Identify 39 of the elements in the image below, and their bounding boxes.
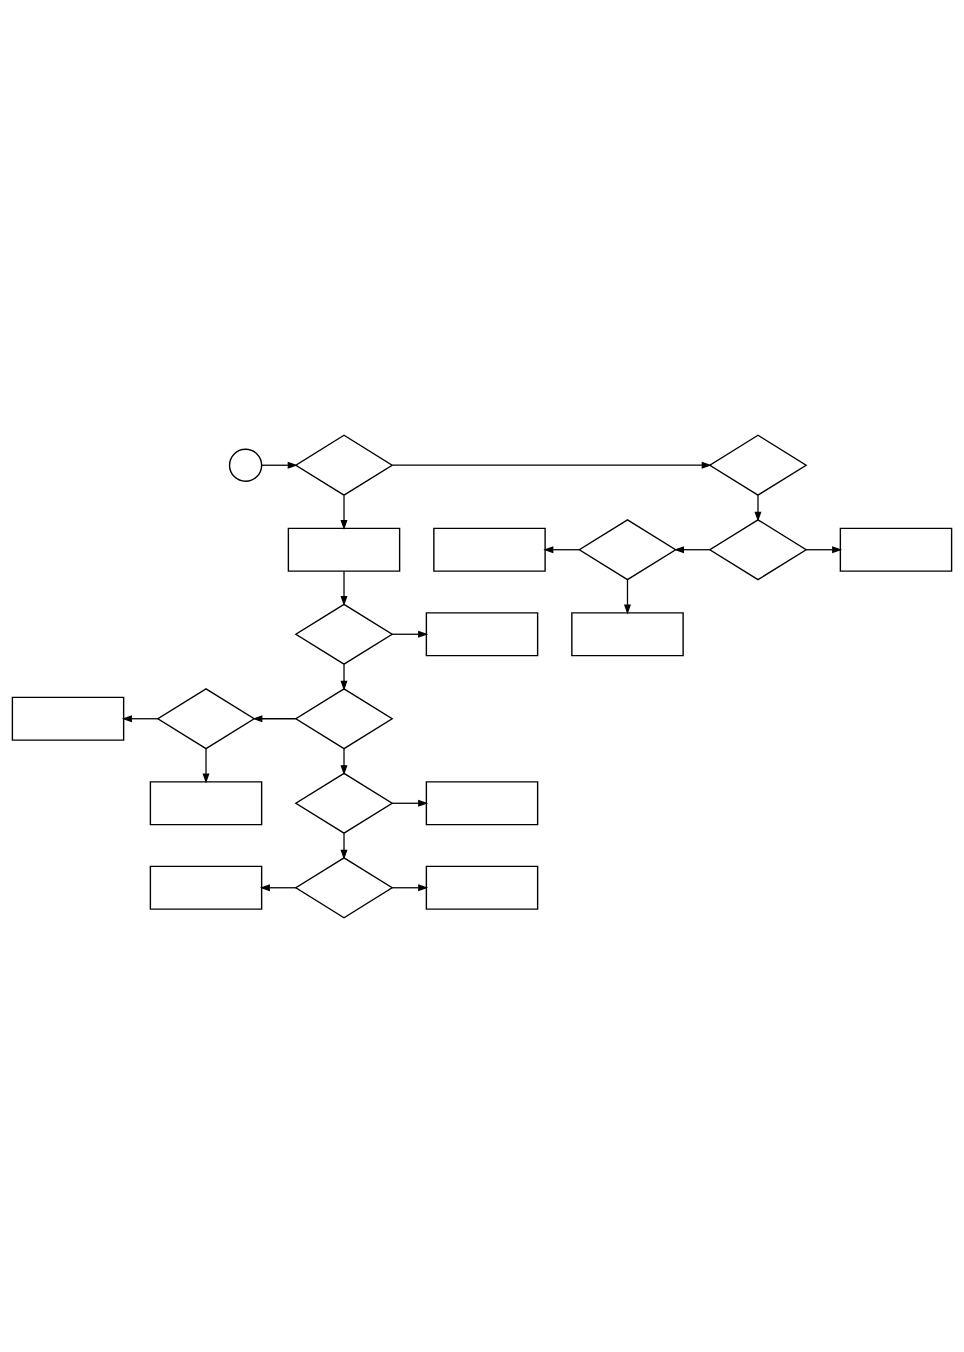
node-diamond: [578, 518, 677, 580]
node-box: [149, 780, 263, 825]
arrow: [391, 799, 429, 807]
node-diamond: [294, 687, 394, 750]
arrow: [543, 545, 580, 553]
node-box: [149, 865, 263, 910]
arrow: [340, 747, 348, 775]
arrow: [391, 630, 429, 638]
node-diamond: [294, 602, 394, 665]
node-diamond: [294, 433, 394, 496]
node-box: [11, 696, 125, 741]
node-diamond: [708, 518, 808, 580]
node-circle: [228, 448, 263, 482]
arrow: [252, 714, 297, 722]
node-box: [571, 611, 684, 656]
arrow: [340, 832, 348, 860]
arrow: [340, 494, 348, 530]
arrow: [259, 883, 297, 891]
node-box: [425, 611, 539, 656]
arrow: [261, 461, 298, 469]
node-diamond: [294, 772, 394, 834]
arrow: [391, 883, 429, 891]
arrow: [121, 714, 159, 722]
arrow: [202, 747, 210, 783]
node-box: [839, 527, 953, 572]
arrow: [673, 545, 711, 553]
node-box: [425, 865, 539, 910]
arrow: [623, 578, 631, 614]
node-diamond: [294, 856, 394, 919]
arrow: [340, 570, 348, 606]
node-box: [287, 527, 401, 572]
node-diamond: [156, 687, 256, 750]
arrow: [340, 663, 348, 691]
node-box: [425, 780, 539, 825]
node-diamond: [708, 433, 808, 496]
node-box: [433, 527, 546, 572]
arrow: [391, 461, 712, 469]
arrow: [805, 545, 843, 553]
arrow: [754, 494, 762, 522]
